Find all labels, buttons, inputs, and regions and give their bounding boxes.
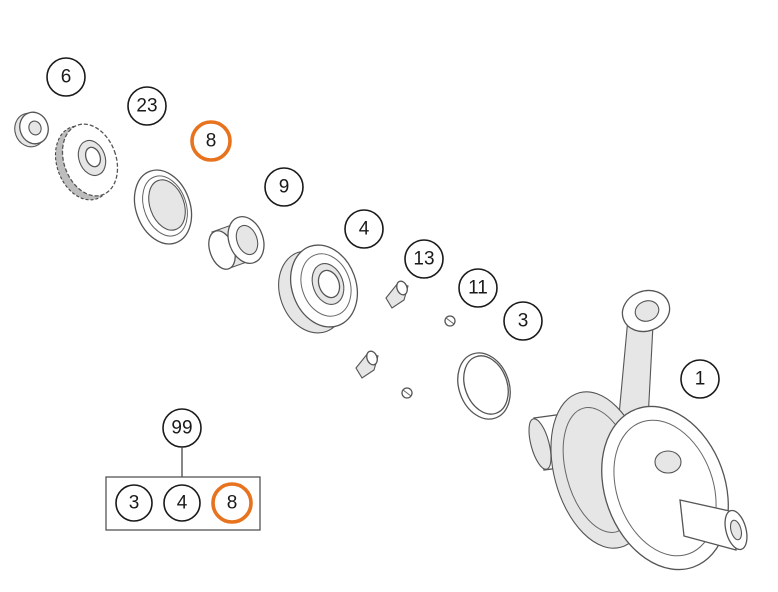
callout-8-label: 8 <box>206 131 217 152</box>
callout-9[interactable]: 9 <box>264 167 304 207</box>
part-8-seal-ring[interactable] <box>125 162 202 252</box>
kit-callout-3[interactable]: 3 <box>115 484 153 522</box>
callout-9-label: 9 <box>279 177 290 198</box>
part-3-o-ring[interactable] <box>449 345 519 426</box>
callout-6-label: 6 <box>61 67 72 88</box>
part-13-locating-pin-lower[interactable] <box>355 350 379 379</box>
part-9-spacer-sleeve[interactable] <box>204 212 270 273</box>
part-13-locating-pin-upper[interactable] <box>385 280 409 309</box>
callout-13-label: 13 <box>413 249 434 270</box>
part-23-gear[interactable] <box>46 116 127 208</box>
callout-3[interactable]: 3 <box>503 301 543 341</box>
part-1-crankshaft[interactable] <box>525 284 751 587</box>
kit-callout-4[interactable]: 4 <box>163 484 201 522</box>
part-6-nut[interactable] <box>10 108 53 151</box>
callout-8-highlighted[interactable]: 8 <box>190 120 232 162</box>
callout-4[interactable]: 4 <box>344 209 384 249</box>
callout-4-label: 4 <box>359 219 370 240</box>
callout-23[interactable]: 23 <box>127 86 167 126</box>
callout-1-label: 1 <box>695 369 706 390</box>
callout-99[interactable]: 99 <box>162 408 202 448</box>
callout-11-label: 11 <box>468 278 488 299</box>
kit-callout-8-label: 8 <box>227 493 238 514</box>
callout-3-label: 3 <box>518 311 529 332</box>
callout-23-label: 23 <box>136 96 157 117</box>
kit-callout-4-label: 4 <box>177 493 188 514</box>
callout-6[interactable]: 6 <box>46 57 86 97</box>
callout-99-label: 99 <box>171 418 192 439</box>
part-4-bearing[interactable] <box>268 236 369 343</box>
callout-1[interactable]: 1 <box>680 359 720 399</box>
part-11-screw-upper[interactable] <box>444 315 456 327</box>
kit-callout-3-label: 3 <box>129 493 140 514</box>
part-11-screw-lower[interactable] <box>401 387 413 399</box>
kit-callout-8-highlighted[interactable]: 8 <box>211 482 253 524</box>
callout-13[interactable]: 13 <box>404 239 444 279</box>
callout-11[interactable]: 11 <box>458 268 498 308</box>
